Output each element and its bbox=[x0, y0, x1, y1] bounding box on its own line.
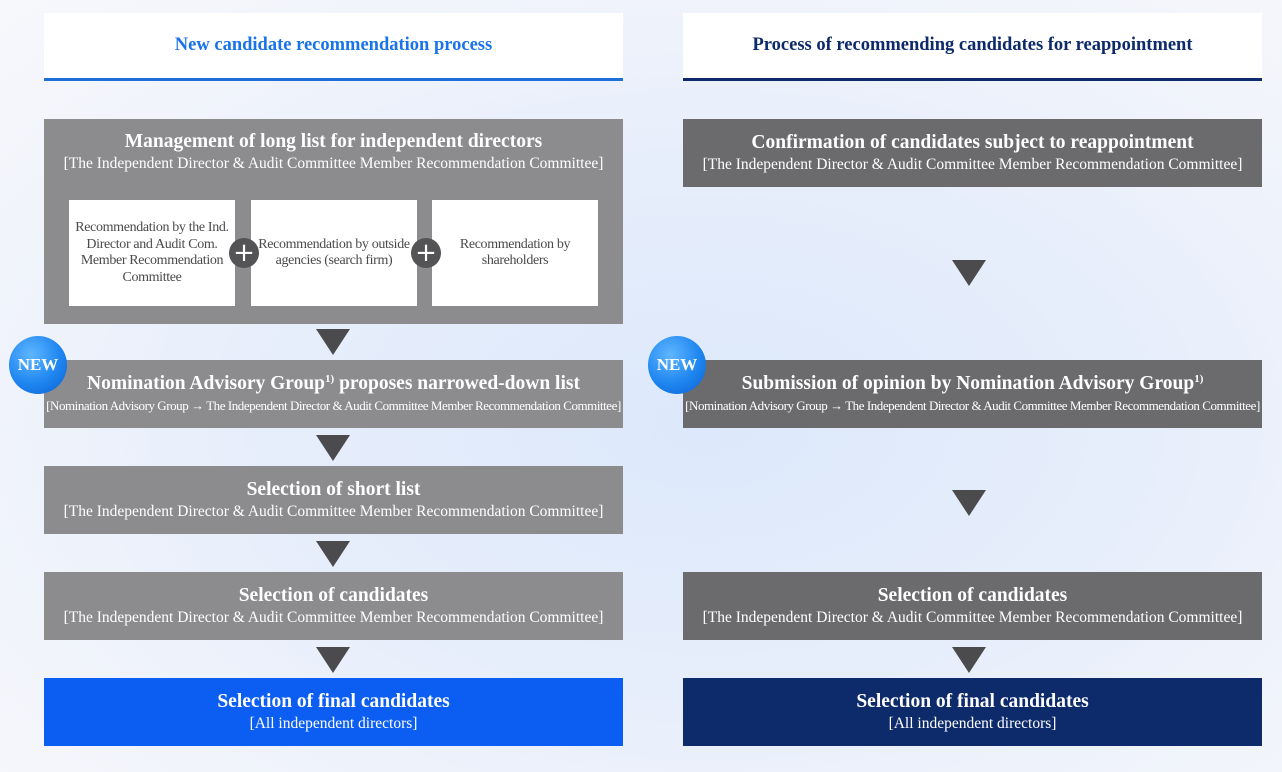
right-column-header: Process of recommending candidates for r… bbox=[683, 13, 1262, 81]
down-arrow-icon bbox=[952, 490, 986, 516]
advisory-group-step: Nomination Advisory Group1) proposes nar… bbox=[44, 360, 623, 428]
confirmation-step: Confirmation of candidates subject to re… bbox=[683, 119, 1262, 187]
candidates-title-left: Selection of candidates bbox=[238, 585, 429, 606]
long-list-step: Management of long list for independent … bbox=[44, 119, 623, 324]
short-list-title: Selection of short list bbox=[246, 479, 421, 500]
final-candidates-step-left: Selection of final candidates [All indep… bbox=[44, 678, 623, 746]
plus-icon: + bbox=[229, 238, 259, 268]
candidates-title-right: Selection of candidates bbox=[877, 585, 1068, 606]
short-list-step: Selection of short list [The Independent… bbox=[44, 466, 623, 534]
down-arrow-icon bbox=[316, 647, 350, 673]
candidates-step-right: Selection of candidates [The Independent… bbox=[683, 572, 1262, 640]
recommendation-sources: Recommendation by the Ind. Director and … bbox=[69, 200, 598, 306]
candidates-step-left: Selection of candidates [The Independent… bbox=[44, 572, 623, 640]
long-list-committee: [The Independent Director & Audit Commit… bbox=[63, 155, 604, 172]
down-arrow-icon bbox=[952, 260, 986, 286]
new-badge: NEW bbox=[9, 336, 67, 394]
confirmation-title: Confirmation of candidates subject to re… bbox=[751, 132, 1194, 153]
down-arrow-icon bbox=[316, 435, 350, 461]
final-title-left: Selection of final candidates bbox=[217, 691, 450, 712]
final-title-right: Selection of final candidates bbox=[856, 691, 1089, 712]
footnote-marker: 1) bbox=[1194, 373, 1204, 385]
advisory-group-flow: [Nomination Advisory Group → The Indepen… bbox=[46, 398, 621, 413]
plus-icon: + bbox=[411, 238, 441, 268]
opinion-submission-step: Submission of opinion by Nomination Advi… bbox=[683, 360, 1262, 428]
final-candidates-step-right: Selection of final candidates [All indep… bbox=[683, 678, 1262, 746]
confirmation-committee: [The Independent Director & Audit Commit… bbox=[702, 156, 1243, 173]
source-shareholders: Recommendation by shareholders bbox=[432, 200, 598, 306]
opinion-submission-flow: [Nomination Advisory Group → The Indepen… bbox=[685, 398, 1260, 413]
final-sub-left: [All independent directors] bbox=[249, 715, 418, 732]
short-list-committee: [The Independent Director & Audit Commit… bbox=[63, 503, 604, 520]
down-arrow-icon bbox=[316, 329, 350, 355]
down-arrow-icon bbox=[316, 541, 350, 567]
candidates-committee-left: [The Independent Director & Audit Commit… bbox=[63, 609, 604, 626]
long-list-title: Management of long list for independent … bbox=[124, 131, 543, 152]
advisory-group-title: Nomination Advisory Group1) proposes nar… bbox=[87, 373, 580, 394]
source-outside-agencies: Recommendation by outside agencies (sear… bbox=[251, 200, 417, 306]
left-column-header: New candidate recommendation process bbox=[44, 13, 623, 81]
footnote-marker: 1) bbox=[325, 373, 335, 385]
candidates-committee-right: [The Independent Director & Audit Commit… bbox=[702, 609, 1243, 626]
final-sub-right: [All independent directors] bbox=[888, 715, 1057, 732]
new-badge: NEW bbox=[648, 336, 706, 394]
down-arrow-icon bbox=[952, 647, 986, 673]
source-committee-recommendation: Recommendation by the Ind. Director and … bbox=[69, 200, 235, 306]
opinion-submission-title: Submission of opinion by Nomination Advi… bbox=[741, 373, 1204, 394]
